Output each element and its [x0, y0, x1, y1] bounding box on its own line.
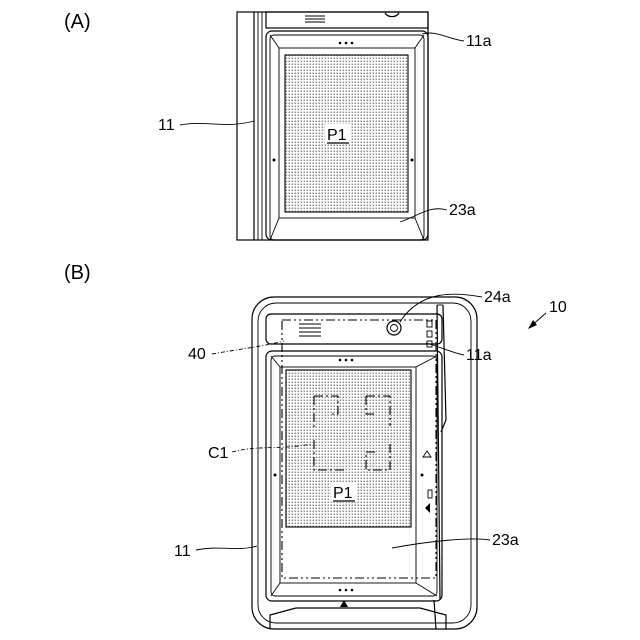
panel-b-label-p1: P1 — [333, 485, 353, 502]
panel-a-leader-11 — [180, 121, 254, 125]
panel-b-stylus — [437, 305, 440, 600]
panel-a-label-11: 11 — [158, 117, 175, 134]
panel-b-leader-11a — [426, 343, 464, 355]
panel-b-leader-40 — [212, 341, 284, 354]
panel-a-title: (A) — [64, 11, 91, 33]
panel-b-camera-icon — [387, 321, 401, 335]
panel-b-label-24a: 24a — [484, 289, 511, 306]
panel-b-label-23a: 23a — [492, 532, 519, 549]
panel-b-leader-23a — [392, 539, 490, 548]
panel-a-camera-icon — [385, 13, 399, 17]
panel-b-indicator-dots-top — [339, 359, 354, 362]
panel-a-speaker-icon — [305, 16, 325, 22]
panel-b-label-11a: 11a — [466, 347, 492, 364]
panel-b-title: (B) — [64, 262, 91, 284]
panel-b-arrow-10 — [528, 313, 546, 329]
panel-a-device: P1 — [237, 12, 428, 240]
panel-b-speaker-icon — [299, 324, 321, 336]
panel-a-label-11a: 11a — [466, 33, 492, 50]
panel-b-leader-24a — [400, 294, 482, 322]
panel-b-device: P1 — [252, 297, 477, 629]
panel-b-screen-area — [286, 370, 411, 527]
panel-b-label-40: 40 — [188, 346, 206, 363]
panel-b-label-11: 11 — [174, 543, 191, 560]
panel-b-label-10: 10 — [549, 299, 567, 316]
panel-b-leader-11 — [196, 546, 257, 550]
panel-b-label-c1: C1 — [208, 445, 229, 462]
panel-a-label-23a: 23a — [449, 202, 476, 219]
panel-b-indicator-dots-bottom — [339, 589, 354, 592]
panel-a-indicator-dots — [339, 42, 354, 45]
panel-a-label-p1: P1 — [327, 127, 347, 144]
